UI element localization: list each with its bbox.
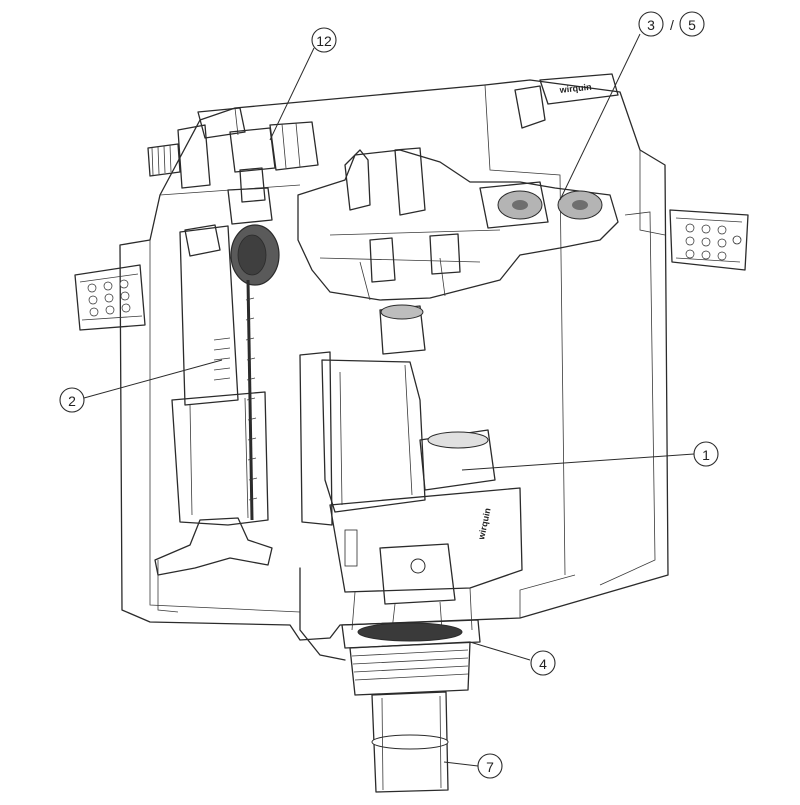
callout-5-label: 5 — [688, 17, 696, 33]
callout-4: 4 — [530, 650, 556, 676]
callout-2: 2 — [59, 387, 85, 413]
top-clip: wirquin — [514, 73, 619, 129]
fill-valve — [154, 187, 280, 576]
right-mounting-bracket — [669, 209, 749, 271]
left-mounting-bracket — [74, 264, 146, 331]
callout-3-label: 3 — [647, 17, 655, 33]
callout-7: 7 — [477, 753, 503, 779]
inlet-connector — [147, 107, 319, 203]
flush-valve: wirquin — [299, 304, 523, 631]
callout-2-label: 2 — [68, 393, 76, 409]
callout-7-label: 7 — [486, 759, 494, 775]
callout-12-label: 12 — [316, 33, 332, 49]
cistern-tank — [119, 79, 669, 661]
outlet-pipe — [371, 691, 449, 793]
outlet-seal — [341, 619, 481, 696]
callout-3-5: 3 / 5 — [638, 11, 705, 37]
callout-12: 12 — [311, 27, 337, 53]
callout-1-label: 1 — [702, 447, 710, 463]
callout-leaders — [83, 33, 695, 767]
callout-4-label: 4 — [539, 656, 547, 672]
support-frame — [297, 147, 619, 301]
brand-logo-valve: wirquin — [476, 507, 493, 541]
callout-separator: / — [670, 17, 674, 33]
callout-1: 1 — [693, 441, 719, 467]
brand-logo-top: wirquin — [558, 82, 592, 95]
